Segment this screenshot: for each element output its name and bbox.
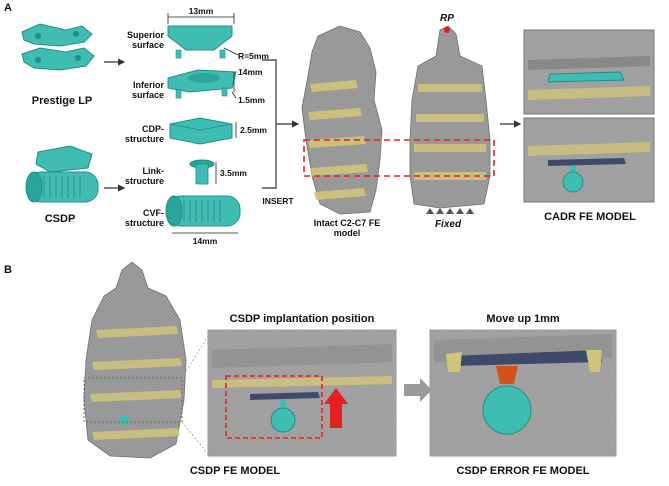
implant-position-zoom	[207, 329, 397, 457]
insert-label: INSERT	[262, 196, 294, 206]
superior-surface-line1: Superior	[126, 30, 164, 40]
cadr-panel-top	[523, 29, 655, 115]
cdp-structure-line1: CDP-	[142, 124, 164, 134]
cadr-model-label: CADR FE MODEL	[544, 211, 636, 223]
cvf-structure-label: CVF- structure	[120, 208, 164, 228]
inferior-surface-part	[167, 69, 237, 99]
rp-label: RP	[440, 13, 454, 24]
link-structure-line1: Link-	[142, 166, 165, 176]
link-structure-label: Link- structure	[120, 166, 164, 186]
link-structure-part	[189, 159, 217, 185]
superior-surface-part	[167, 13, 239, 59]
cvf-structure-line1: CVF-	[143, 208, 164, 218]
superior-surface-line2: surface	[131, 40, 164, 50]
superior-surface-label: Superior surface	[120, 30, 164, 50]
level-highlight-box	[303, 139, 495, 177]
cvf-structure-part	[165, 195, 241, 234]
insert-bracket	[262, 59, 277, 189]
intact-spine-frontal	[409, 25, 491, 214]
dim-14mm-bottom: 14mm	[192, 236, 218, 246]
link-structure-line2: structure	[124, 176, 164, 186]
csdp-implant	[25, 145, 99, 203]
prestige-lp-label: Prestige LP	[31, 95, 93, 107]
csdp-label: CSDP	[44, 213, 76, 225]
dim-14mm-top: 14mm	[238, 67, 263, 77]
intact-spine-lateral	[301, 25, 383, 215]
fixed-label: Fixed	[434, 219, 462, 230]
inferior-surface-label: Inferior surface	[120, 80, 164, 100]
dim-13mm: 13mm	[188, 6, 214, 16]
move-up-title: Move up 1mm	[486, 313, 560, 325]
zoom-lines	[181, 335, 209, 455]
intact-model-line1: Intact C2-C7 FE	[313, 218, 381, 228]
dim-3-5mm: 3.5mm	[220, 168, 247, 178]
panel-a-label: A	[4, 2, 12, 14]
move-arrow	[404, 378, 432, 402]
intact-model-label: Intact C2-C7 FE model	[302, 218, 392, 238]
csdp-error-model-label: CSDP ERROR FE MODEL	[456, 465, 590, 477]
dim-1-5mm: 1.5mm	[238, 95, 265, 105]
csdp-fe-model-label: CSDP FE MODEL	[189, 465, 281, 477]
error-model-zoom	[429, 329, 617, 457]
inferior-surface-line2: surface	[131, 90, 164, 100]
inferior-surface-line1: Inferior	[132, 80, 164, 90]
implant-position-title: CSDP implantation position	[229, 313, 375, 325]
cvf-structure-line2: structure	[124, 218, 164, 228]
csdp-full-spine	[83, 261, 187, 459]
intact-model-line2: model	[333, 228, 361, 238]
prestige-lp-implant	[21, 23, 95, 71]
cdp-structure-line2: structure	[124, 134, 164, 144]
panel-b-label: B	[4, 264, 12, 276]
cdp-structure-label: CDP- structure	[120, 124, 164, 144]
dim-r5mm: R=5mm	[238, 51, 269, 61]
dim-2-5mm: 2.5mm	[240, 125, 267, 135]
cadr-panel-bottom	[523, 117, 655, 203]
cdp-structure-part	[169, 117, 237, 145]
